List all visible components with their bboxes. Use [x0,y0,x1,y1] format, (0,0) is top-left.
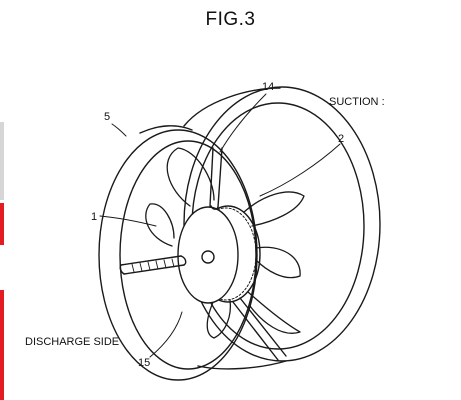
connector-end-left [119,264,125,275]
suction-label-trail: : [381,96,385,108]
connector-end-right [180,255,187,266]
struts [209,147,287,361]
hub [177,205,261,304]
fan-blade-right [255,246,301,279]
fan-blade-upper-right [243,191,305,227]
ring-to-housing-top [139,125,193,134]
strut-lower-a [239,297,287,357]
suction-label: SUCTION : [329,96,385,108]
reference-numeral-5: 5 [104,111,111,123]
duct-connector-15 [119,255,187,275]
hub-front-face [177,206,239,304]
connector-hatch [131,258,175,273]
reference-numeral-14: 14 [262,81,275,93]
edge-gray-strip [0,122,4,200]
fan-blades [145,147,305,339]
leader-line-2 [259,143,341,197]
housing-top-edge [183,87,281,127]
leader-lines [99,93,341,358]
hub-center-hole [201,250,215,264]
figure-title: FIG.3 [205,9,256,30]
strut-14-right [217,147,223,208]
reference-numeral-2: 2 [338,133,345,145]
leader-line-1 [99,215,157,227]
strut-14-left [209,147,214,207]
fan-blade-left [145,203,175,247]
edge-red-strip-upper [0,203,4,245]
housing-bottom-edge [197,360,287,370]
reference-numeral-1: 1 [91,211,98,223]
edge-red-strip-lower [0,290,4,400]
fan-blade-upper-left [166,147,215,207]
strut-lower-b [232,301,279,361]
bell-mouth-outer [98,129,258,381]
discharge-side-label: DISCHARGE SIDE [25,336,120,348]
leader-line-14 [219,93,267,153]
rear-housing-outer-rim [183,86,381,362]
strut-14-cap [210,205,219,210]
fan-blade-lower-right [247,291,301,334]
fan-blade-lower [206,299,232,339]
leader-line-5 [111,123,127,137]
leader-line-15 [149,311,183,358]
connector-upper-edge [120,255,182,266]
